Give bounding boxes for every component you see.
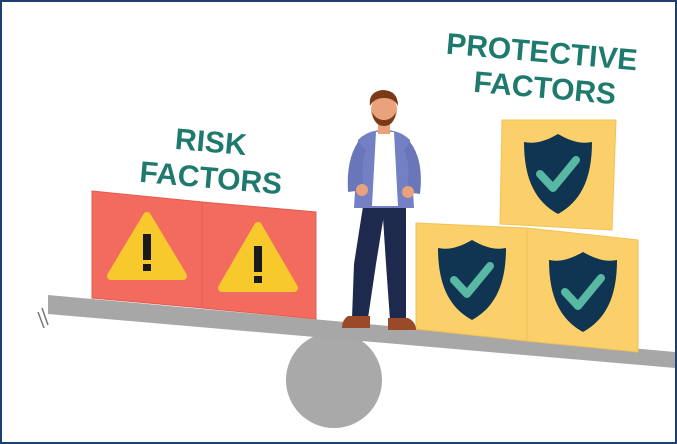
risk-title-line1: RISK (174, 123, 249, 162)
protective-box-bottom-left (415, 222, 528, 342)
person-left-hand (356, 184, 368, 196)
protective-box-bottom-right (526, 227, 639, 353)
person-right-shoe (388, 318, 416, 330)
shield-check-icon (438, 240, 506, 320)
person-left-shoe (342, 316, 370, 328)
person-left-arm (347, 142, 366, 192)
protective-boxes (415, 119, 639, 353)
protective-factors-title: PROTECTIVE FACTORS (445, 28, 639, 111)
person-left-leg (352, 200, 386, 318)
shield-check-icon (549, 252, 617, 332)
warning-icon (218, 222, 298, 292)
shield-check-icon (524, 134, 592, 214)
person-hair (369, 90, 398, 106)
person-right-hand (402, 186, 414, 198)
warning-icon (107, 212, 187, 280)
protective-box-top (499, 119, 617, 231)
person-figure (342, 90, 421, 330)
risk-factors-title: RISK FACTORS (138, 123, 283, 201)
person-head (371, 95, 397, 125)
risk-boxes (91, 190, 317, 320)
person-shirt (372, 132, 398, 206)
seesaw-beam (48, 295, 675, 368)
motion-lines (37, 307, 49, 329)
person-right-leg (382, 200, 406, 320)
person-right-arm (404, 142, 421, 194)
fulcrum-circle (286, 332, 382, 428)
risk-box-1 (91, 190, 203, 309)
person-beard (372, 112, 396, 126)
risk-title-line2: FACTORS (138, 156, 283, 201)
risk-box-2 (201, 201, 317, 320)
